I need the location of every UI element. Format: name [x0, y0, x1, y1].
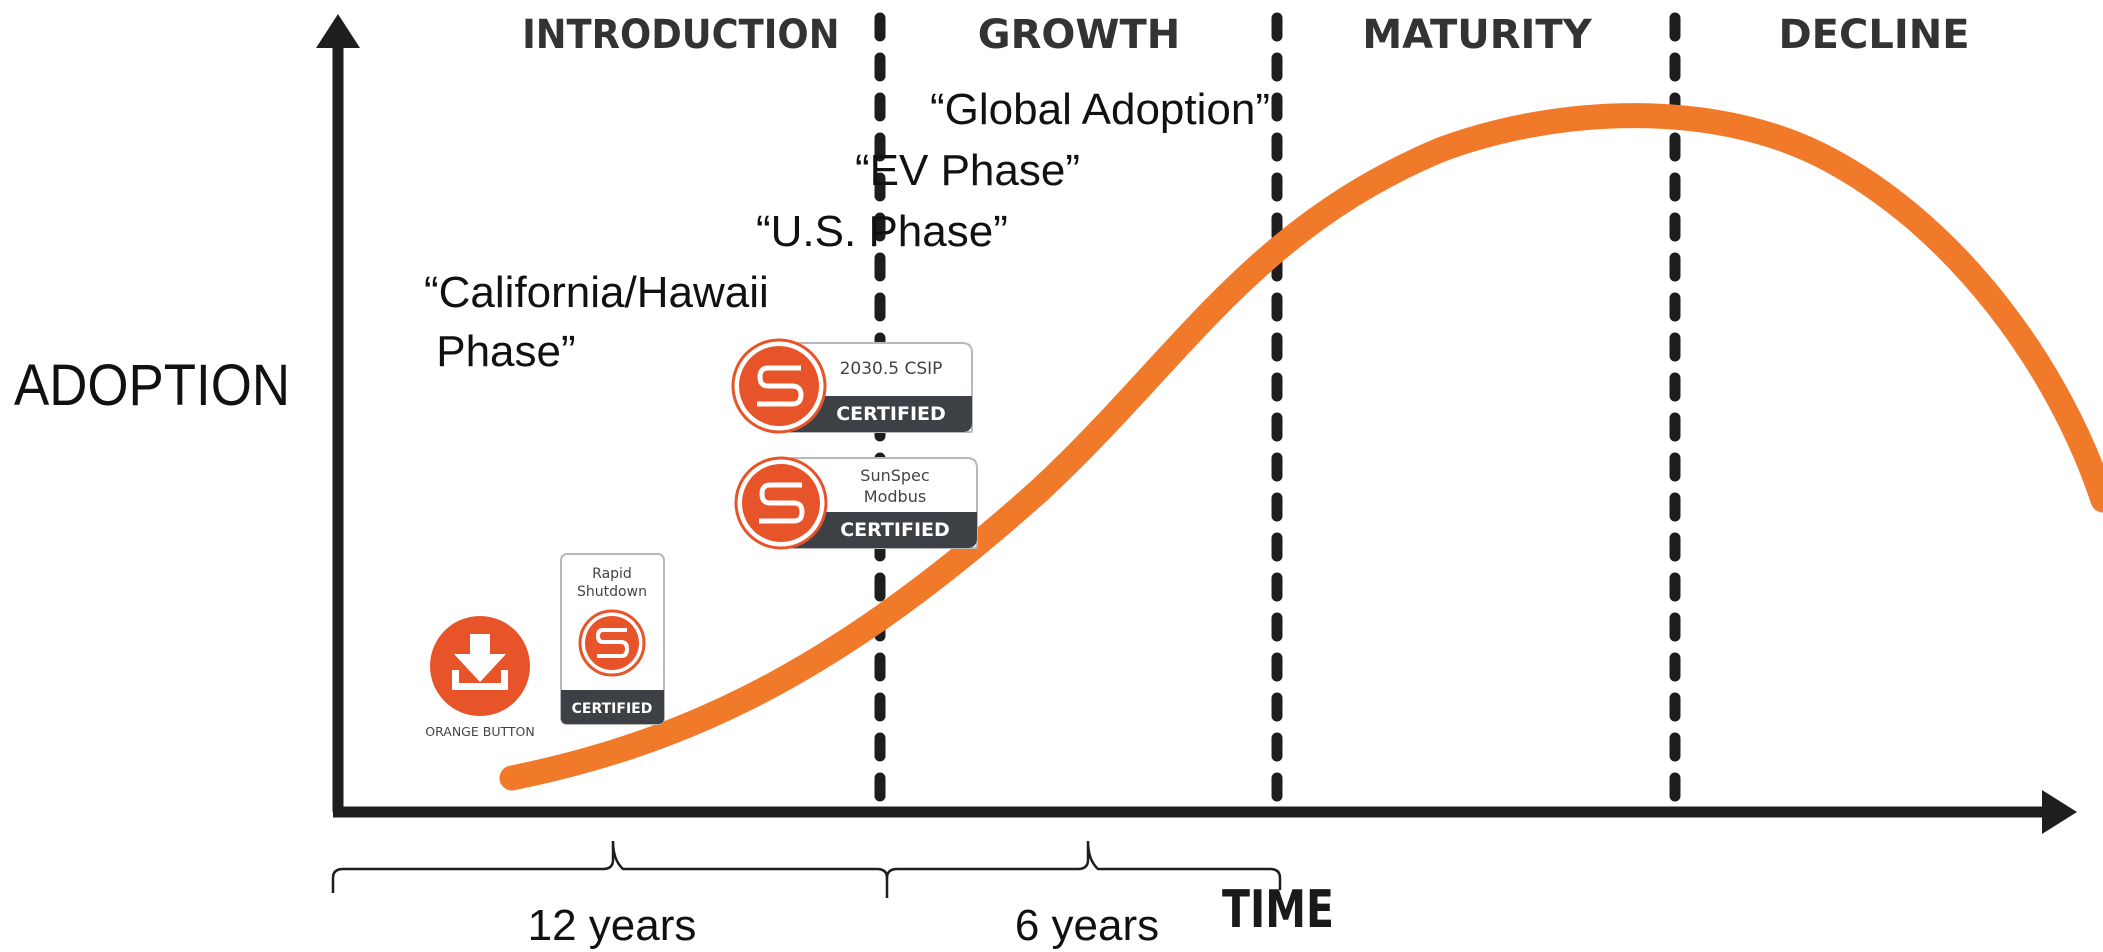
y-axis-label: ADOPTION [14, 353, 290, 418]
phase-dividers [874, 12, 1681, 814]
rapid-shutdown-line1: Rapid [592, 566, 632, 582]
duration-6-years: 6 years [1015, 901, 1159, 950]
modbus-cert: CERTIFIED [840, 519, 950, 541]
milestone-california-hawaii-line1: “California/Hawaii [424, 268, 769, 317]
download-icon [452, 634, 508, 690]
x-axis-arrow [2042, 790, 2077, 834]
duration-braces [331, 840, 1282, 898]
orange-button-badge: ORANGE BUTTON [425, 616, 535, 739]
sunspec-s-icon [757, 365, 804, 407]
modbus-cert-bar [792, 512, 977, 548]
phase-maturity: MATURITY [1362, 12, 1592, 58]
sunspec-s-icon [759, 482, 805, 524]
duration-12-years: 12 years [528, 901, 697, 950]
adoption-curve [499, 103, 2103, 791]
csip-cert-bar [790, 396, 972, 432]
rapid-shutdown-line2: Shutdown [577, 584, 647, 600]
csip-cert: CERTIFIED [836, 403, 946, 425]
axes [316, 14, 2077, 834]
sunspec-s-icon [595, 628, 630, 658]
modbus-badge: SunSpec Modbus CERTIFIED [734, 456, 978, 550]
milestone-global-adoption: “Global Adoption” [930, 85, 1270, 134]
milestone-us-phase: “U.S. Phase” [756, 207, 1008, 256]
modbus-line2: Modbus [864, 487, 926, 506]
phase-growth: GROWTH [978, 12, 1181, 58]
y-axis-arrow [316, 14, 360, 48]
milestone-california-hawaii-line2: Phase” [424, 327, 576, 376]
rapid-shutdown-cert-bar [561, 690, 664, 724]
orange-button-label: ORANGE BUTTON [425, 724, 534, 739]
milestone-ev-phase: “EV Phase” [855, 146, 1080, 195]
rapid-shutdown-badge: Rapid Shutdown CERTIFIED [560, 553, 665, 725]
csip-title: 2030.5 CSIP [840, 359, 943, 379]
x-axis-label: TIME [1222, 880, 1334, 940]
brace-12-years [331, 840, 889, 898]
csip-badge: 2030.5 CSIP CERTIFIED [731, 338, 973, 434]
phase-decline: DECLINE [1778, 12, 1969, 58]
rapid-shutdown-cert: CERTIFIED [572, 701, 653, 717]
modbus-line1: SunSpec [860, 466, 929, 485]
phase-introduction: INTRODUCTION [522, 12, 839, 59]
brace-6-years [885, 840, 1282, 890]
